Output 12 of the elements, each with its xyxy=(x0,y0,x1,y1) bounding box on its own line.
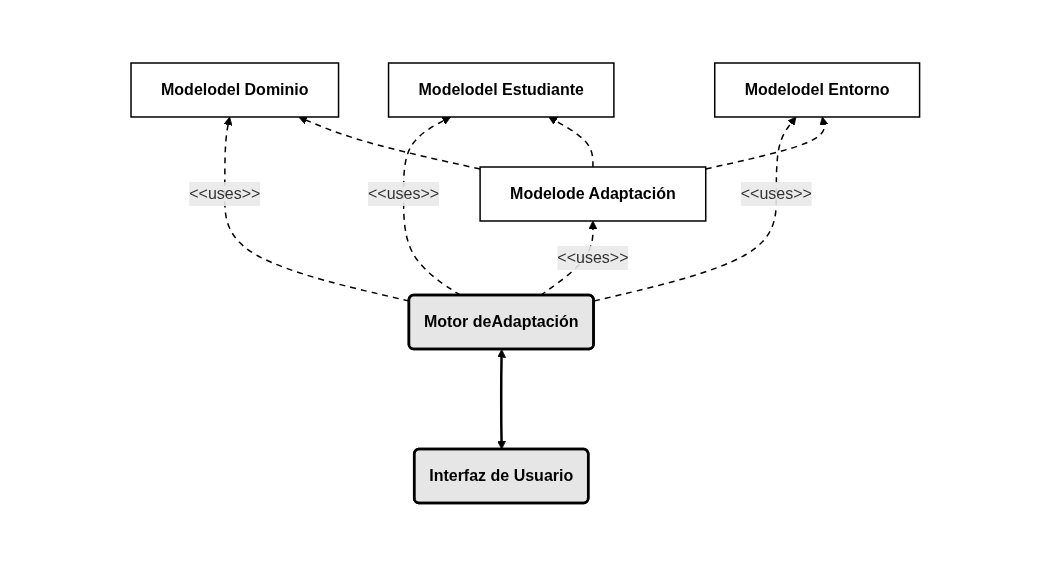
edge-label: <<uses>> xyxy=(189,184,261,202)
node-box: Modelode Adaptación xyxy=(479,165,707,222)
edge-label: <<uses>> xyxy=(740,184,813,202)
arrow xyxy=(548,116,594,168)
node-box: Modelodel Entorno xyxy=(714,61,921,118)
edge-label: <<uses>> xyxy=(557,248,629,266)
node-box: Modelodel Dominio xyxy=(130,61,340,118)
node-box: Modelodel Estudiante xyxy=(388,61,615,118)
arrow xyxy=(705,116,829,170)
arrow xyxy=(497,348,507,449)
arrow xyxy=(593,116,797,302)
edge-label: <<uses>> xyxy=(368,184,440,202)
